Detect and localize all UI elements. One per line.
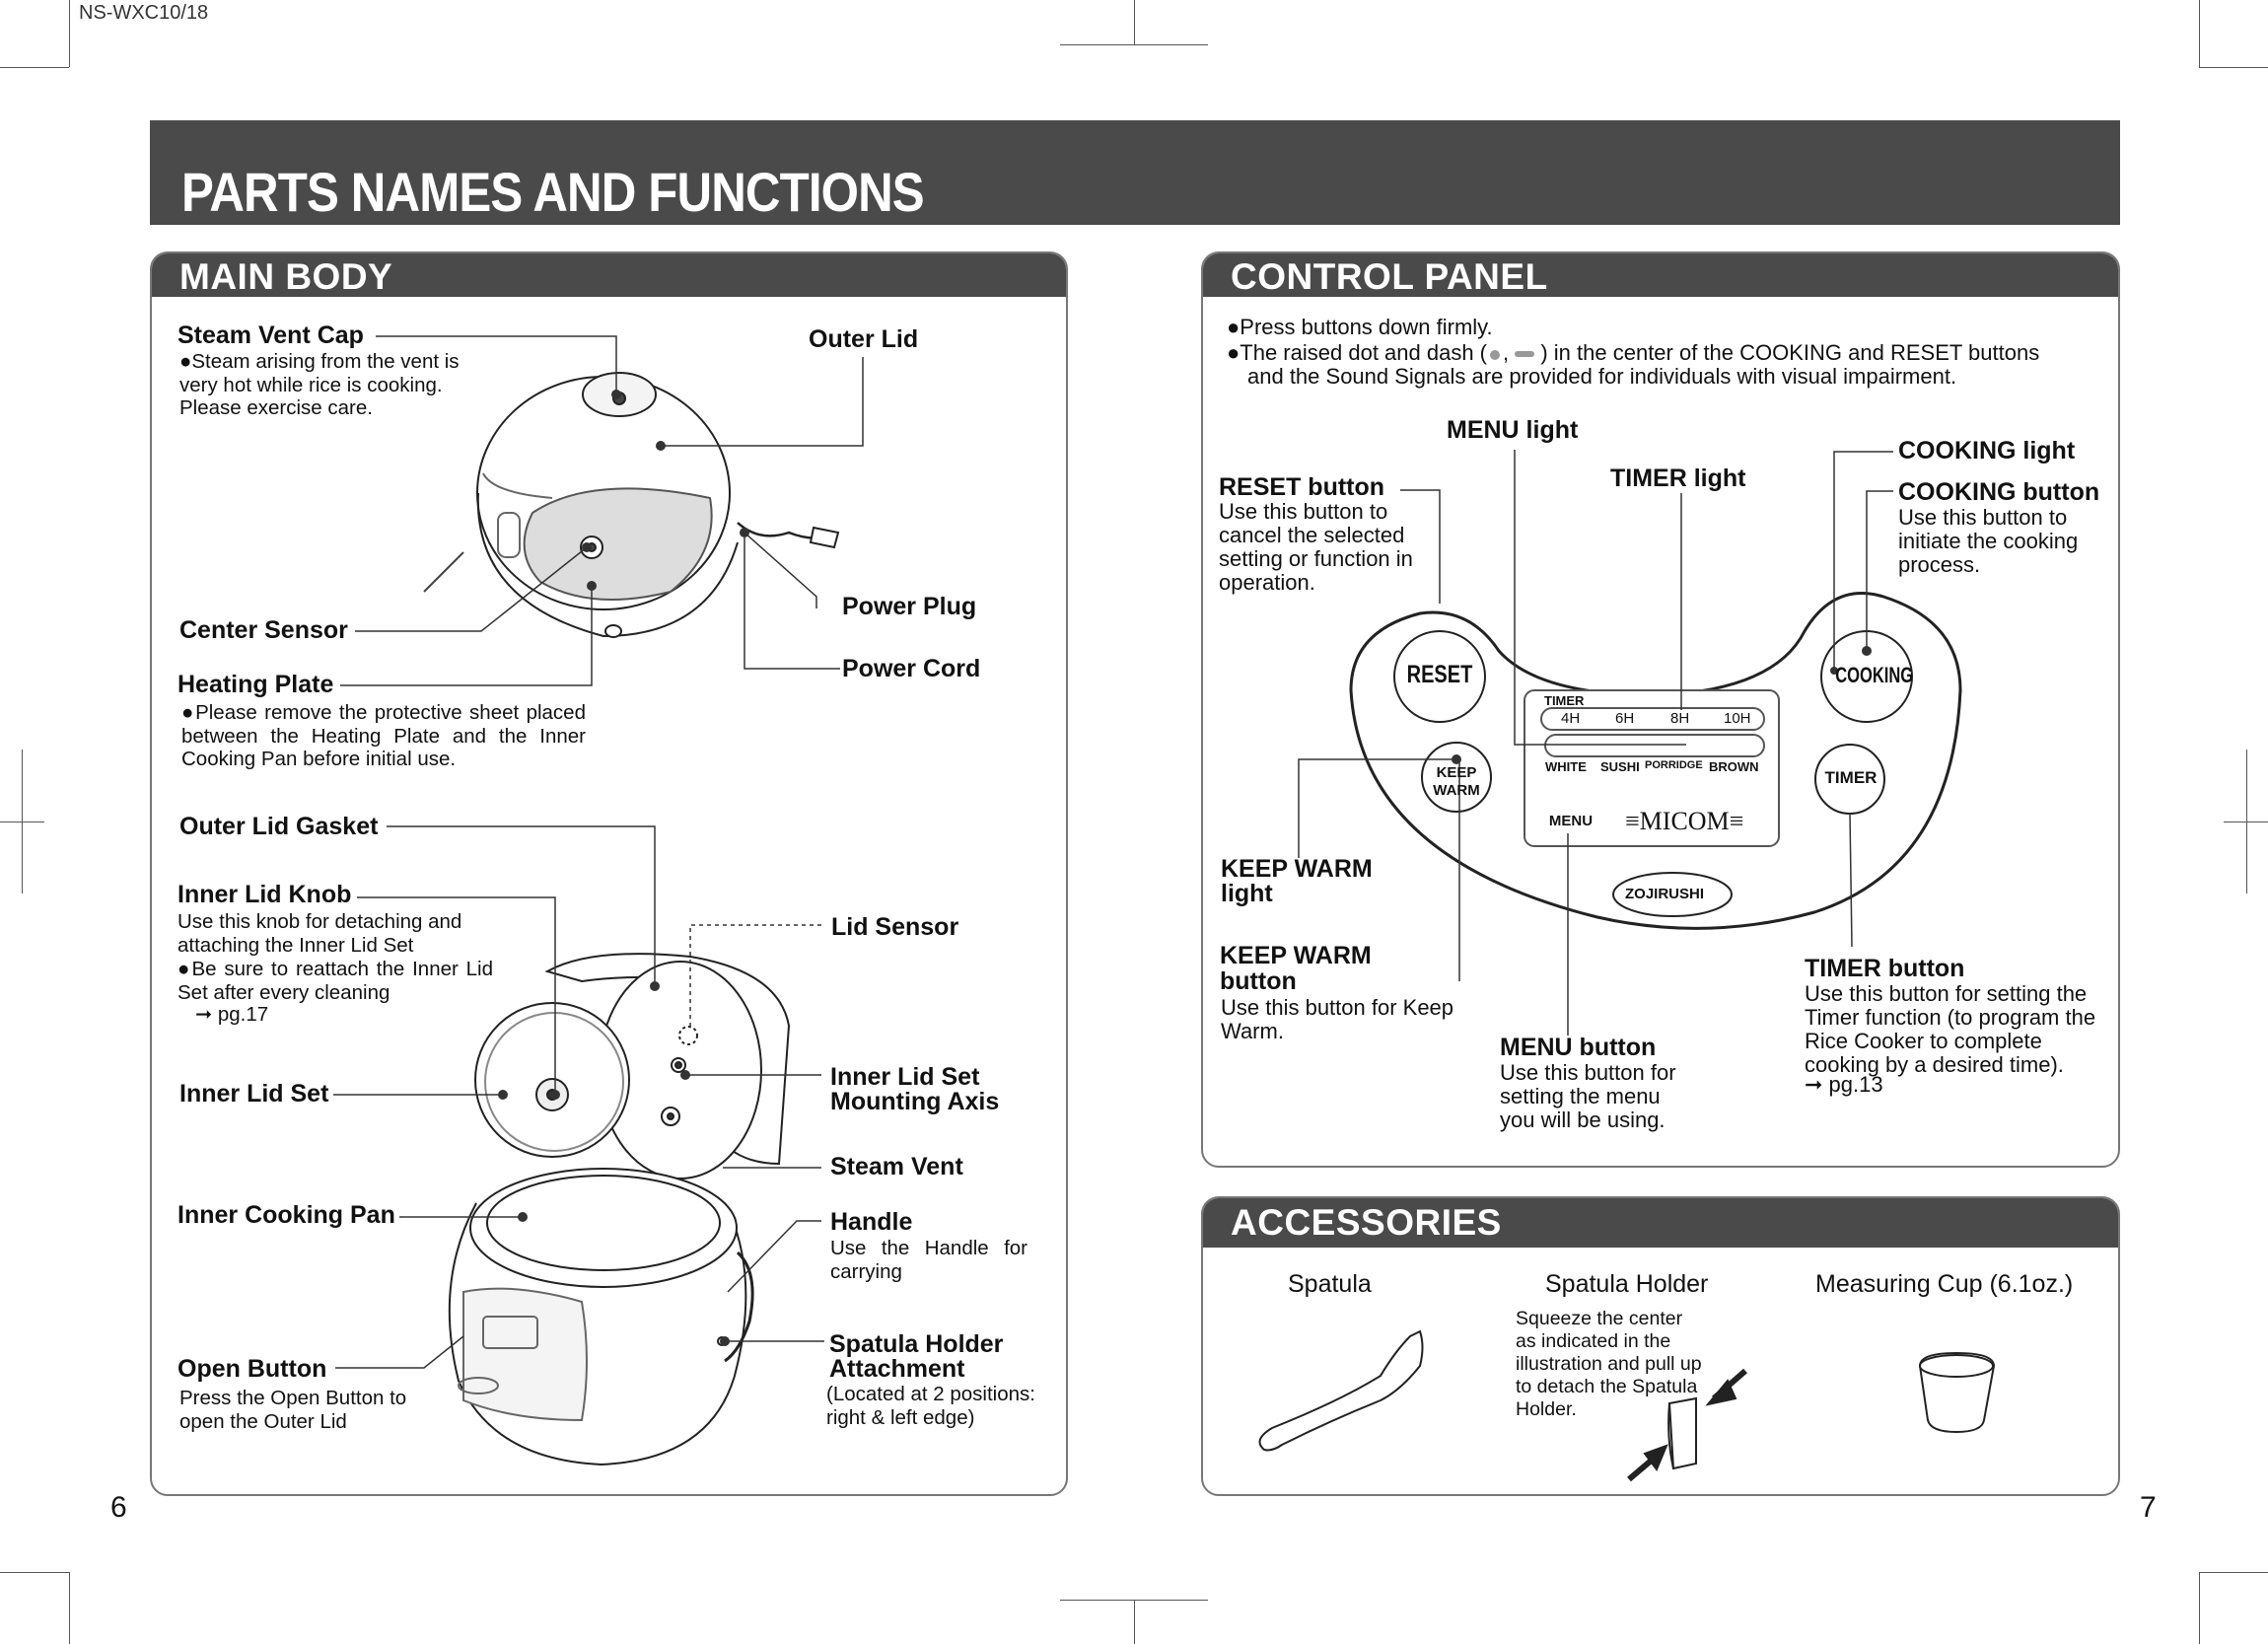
menu-light-label: MENU light bbox=[1447, 416, 1578, 445]
spatula-label: Spatula bbox=[1288, 1270, 1372, 1299]
handle-desc: Use the Handle for carrying bbox=[830, 1237, 1028, 1283]
raised-dash-icon bbox=[1515, 351, 1534, 357]
spatula-illustration bbox=[1260, 1331, 1423, 1450]
spatula-holder-attachment-desc: (Located at 2 positions: right & left ed… bbox=[826, 1383, 1063, 1429]
inner-lid-knob-desc: Use this knob for detaching and attachin… bbox=[177, 910, 503, 957]
steam-vent-cap-label: Steam Vent Cap bbox=[177, 322, 364, 350]
spatula-holder-label: Spatula Holder bbox=[1545, 1270, 1708, 1299]
lid-sensor-label: Lid Sensor bbox=[831, 913, 958, 942]
brand-logo: ZOJIRUSHI bbox=[1625, 886, 1704, 902]
cooking-button-desc: Use this button to initiate the cooking … bbox=[1898, 506, 2100, 577]
timer-option-10h: 10H bbox=[1724, 710, 1751, 727]
menu-option-porridge: PORRIDGE bbox=[1645, 759, 1703, 771]
inner-lid-knob-note: ●Be sure to reattach the Inner Lid Set a… bbox=[177, 958, 493, 1004]
cooking-button-label: COOKING button bbox=[1898, 478, 2099, 507]
center-sensor-label: Center Sensor bbox=[179, 616, 348, 645]
page-number-left: 6 bbox=[110, 1491, 127, 1525]
timer-light-label: TIMER light bbox=[1610, 465, 1745, 493]
inner-lid-knob-label: Inner Lid Knob bbox=[177, 881, 351, 909]
inner-lid-set-label: Inner Lid Set bbox=[179, 1080, 328, 1108]
timer-button-label: TIMER button bbox=[1805, 955, 1964, 983]
keep-panel-button: KEEP bbox=[1430, 764, 1483, 781]
power-plug-label: Power Plug bbox=[842, 593, 976, 621]
timer-display-title: TIMER bbox=[1544, 693, 1584, 708]
power-cord-label: Power Cord bbox=[842, 655, 980, 683]
micom-logo: ≡MICOM≡ bbox=[1625, 807, 1743, 836]
reset-button-label: RESET button bbox=[1219, 473, 1384, 502]
timer-button-desc: Use this button for setting the Timer fu… bbox=[1805, 982, 2110, 1077]
spatula-holder-note: Squeeze the center as indicated in the i… bbox=[1516, 1308, 1708, 1421]
timer-option-8h: 8H bbox=[1670, 710, 1689, 727]
timer-option-6h: 6H bbox=[1615, 710, 1634, 727]
menu-button-label: MENU button bbox=[1500, 1034, 1656, 1062]
open-button-label: Open Button bbox=[177, 1355, 326, 1384]
steam-vent-cap-note: ●Steam arising from the vent is very hot… bbox=[179, 350, 495, 420]
keep-warm-button-label-1: KEEP WARM bbox=[1220, 942, 1372, 970]
menu-option-white: WHITE bbox=[1545, 759, 1587, 774]
timer-option-4h: 4H bbox=[1561, 710, 1580, 727]
open-button-desc: Press the Open Button to open the Outer … bbox=[179, 1387, 416, 1433]
cooking-light-label: COOKING light bbox=[1898, 437, 2075, 465]
control-panel-bullet-2: ●The raised dot and dash (, ) in the cen… bbox=[1227, 341, 2114, 365]
keep-warm-button-desc: Use this button for Keep Warm. bbox=[1221, 996, 1467, 1043]
bullet-2-start: ●The raised dot and dash ( bbox=[1227, 340, 1487, 365]
handle-label: Handle bbox=[830, 1208, 912, 1237]
menu-panel-button: MENU bbox=[1541, 813, 1600, 829]
spatula-holder-attachment-label-2: Attachment bbox=[829, 1355, 965, 1384]
cooking-panel-button: COOKING bbox=[1835, 663, 1902, 688]
timer-button-ref: ➞ pg.13 bbox=[1805, 1073, 1883, 1097]
inner-cooking-pan-label: Inner Cooking Pan bbox=[177, 1201, 395, 1230]
heating-plate-note: ●Please remove the protective sheet plac… bbox=[181, 701, 586, 771]
menu-button-desc: Use this button for setting the menu you… bbox=[1500, 1061, 1697, 1132]
outer-lid-label: Outer Lid bbox=[809, 325, 918, 354]
page-number-right: 7 bbox=[2140, 1491, 2157, 1525]
raised-dot-icon bbox=[1490, 350, 1500, 360]
rice-cooker-open-illustration bbox=[450, 954, 789, 1465]
keep-warm-button-label-2: button bbox=[1220, 967, 1297, 996]
menu-option-brown: BROWN bbox=[1709, 759, 1759, 774]
menu-option-sushi: SUSHI bbox=[1600, 759, 1640, 774]
reset-panel-button: RESET bbox=[1406, 661, 1472, 689]
inner-lid-knob-ref: ➞ pg.17 bbox=[195, 1003, 268, 1027]
keep-warm-light-label-2: light bbox=[1221, 880, 1273, 908]
heating-plate-label: Heating Plate bbox=[177, 671, 333, 699]
steam-vent-label: Steam Vent bbox=[830, 1153, 963, 1181]
warm-panel-button: WARM bbox=[1430, 782, 1483, 799]
measuring-cup-label: Measuring Cup (6.1oz.) bbox=[1815, 1270, 2073, 1299]
bullet-2-end: ) in the center of the COOKING and RESET… bbox=[1540, 340, 2039, 365]
inner-lid-set-axis-label-2: Mounting Axis bbox=[830, 1088, 999, 1116]
reset-button-desc: Use this button to cancel the selected s… bbox=[1219, 500, 1431, 595]
control-panel-bullet-1: ●Press buttons down firmly. bbox=[1227, 316, 1493, 339]
timer-panel-button: TIMER bbox=[1816, 768, 1885, 788]
control-panel-bullet-2-cont: and the Sound Signals are provided for i… bbox=[1247, 365, 1956, 389]
outer-lid-gasket-label: Outer Lid Gasket bbox=[179, 813, 378, 841]
